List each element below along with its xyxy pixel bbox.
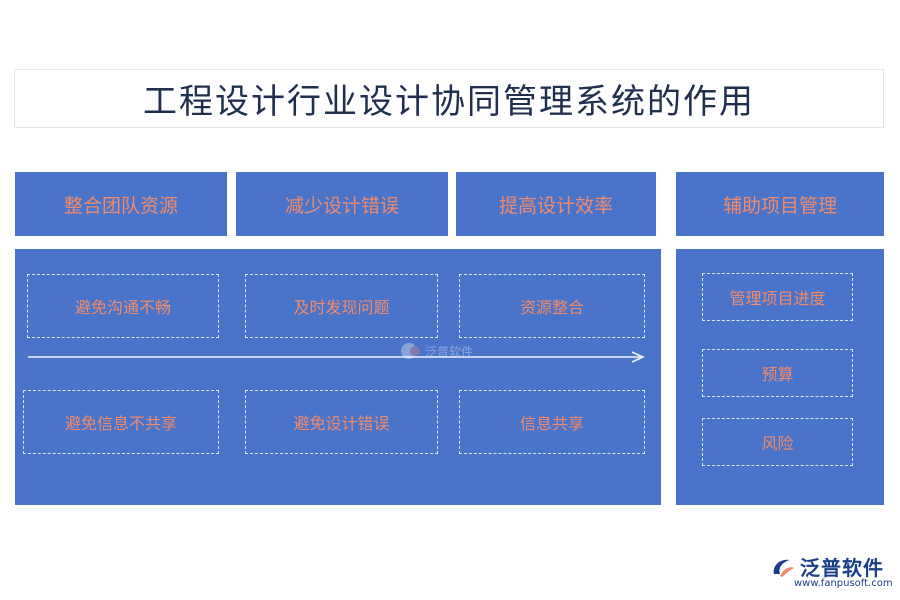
- header-label: 辅助项目管理: [722, 194, 837, 217]
- header-box-project-management: 辅助项目管理: [676, 172, 884, 236]
- watermark: 泛普软件: [400, 342, 473, 360]
- brand-logo: 泛普软件: [770, 552, 884, 581]
- item-box: 避免沟通不畅: [27, 274, 219, 338]
- item-box: 避免信息不共享: [23, 390, 219, 454]
- header-label: 提高设计效率: [498, 194, 613, 217]
- item-label: 预算: [761, 365, 794, 384]
- item-label: 避免信息不共享: [64, 414, 177, 433]
- item-label: 管理项目进度: [729, 289, 826, 308]
- header-label: 减少设计错误: [284, 194, 399, 217]
- title-box: 工程设计行业设计协同管理系统的作用: [14, 69, 884, 128]
- item-label: 资源整合: [519, 298, 584, 317]
- side-panel: 管理项目进度 预算 风险: [676, 249, 884, 505]
- main-panel: 避免沟通不畅 及时发现问题 资源整合 避免信息不共享 避免设计错误 信息共享: [15, 249, 661, 505]
- item-box: 避免设计错误: [245, 390, 438, 454]
- header-box-reduce-errors: 减少设计错误: [236, 172, 448, 236]
- header-box-integrate-resources: 整合团队资源: [15, 172, 227, 236]
- header-label: 整合团队资源: [63, 194, 178, 217]
- header-box-improve-efficiency: 提高设计效率: [456, 172, 656, 236]
- watermark-logo-icon: [401, 343, 420, 359]
- item-box: 风险: [702, 418, 853, 466]
- item-box: 及时发现问题: [245, 274, 438, 338]
- page-title: 工程设计行业设计协同管理系统的作用: [143, 82, 755, 122]
- item-box: 资源整合: [459, 274, 645, 338]
- item-box: 管理项目进度: [702, 273, 853, 321]
- watermark-text: 泛普软件: [425, 344, 474, 359]
- item-label: 及时发现问题: [293, 298, 390, 317]
- item-box: 信息共享: [459, 390, 645, 454]
- brand-logo-icon: [773, 559, 794, 577]
- item-label: 避免设计错误: [293, 414, 390, 433]
- item-label: 信息共享: [519, 414, 584, 433]
- brand-url: www.fanpusoft.com: [794, 578, 893, 589]
- item-label: 风险: [761, 434, 794, 453]
- brand-name: 泛普软件: [800, 556, 884, 580]
- item-label: 避免沟通不畅: [74, 298, 171, 317]
- arrow-right-icon: [28, 351, 645, 363]
- item-box: 预算: [702, 349, 853, 397]
